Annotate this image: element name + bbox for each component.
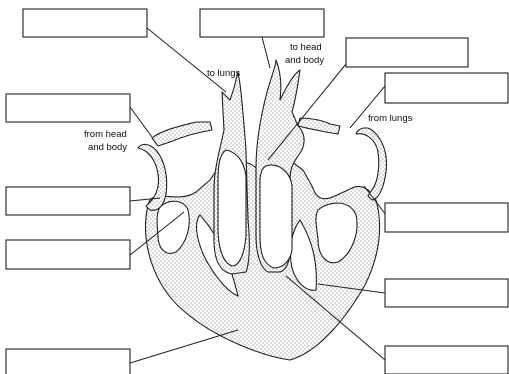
heart-illustration (138, 60, 386, 360)
to-head-label-line2: and body (285, 55, 324, 66)
answer-box[interactable] (385, 203, 508, 232)
answer-box[interactable] (23, 9, 147, 37)
answer-box[interactable] (6, 349, 130, 374)
answer-box[interactable] (346, 38, 468, 67)
answer-box[interactable] (200, 9, 324, 37)
vena-cava (138, 144, 167, 210)
leader-line (262, 37, 270, 68)
leader-line (130, 330, 238, 363)
to-head-label-line1: to head (290, 42, 322, 53)
left-vessel (152, 122, 212, 146)
answer-box[interactable] (6, 187, 130, 215)
leader-line (130, 107, 152, 137)
pulmonary-artery-lumen (218, 150, 246, 266)
answer-box[interactable] (385, 279, 508, 307)
from-lungs-label: from lungs (368, 113, 413, 124)
from-head-label-line1: from head (84, 129, 127, 140)
answer-box[interactable] (385, 73, 508, 103)
aorta-lumen (260, 165, 292, 268)
to-lungs-label: to lungs (207, 68, 241, 79)
answer-box[interactable] (6, 94, 130, 122)
answer-box[interactable] (6, 240, 130, 269)
from-head-label-line2: and body (88, 142, 127, 153)
answer-box[interactable] (385, 346, 508, 374)
right-vessel (298, 118, 340, 134)
